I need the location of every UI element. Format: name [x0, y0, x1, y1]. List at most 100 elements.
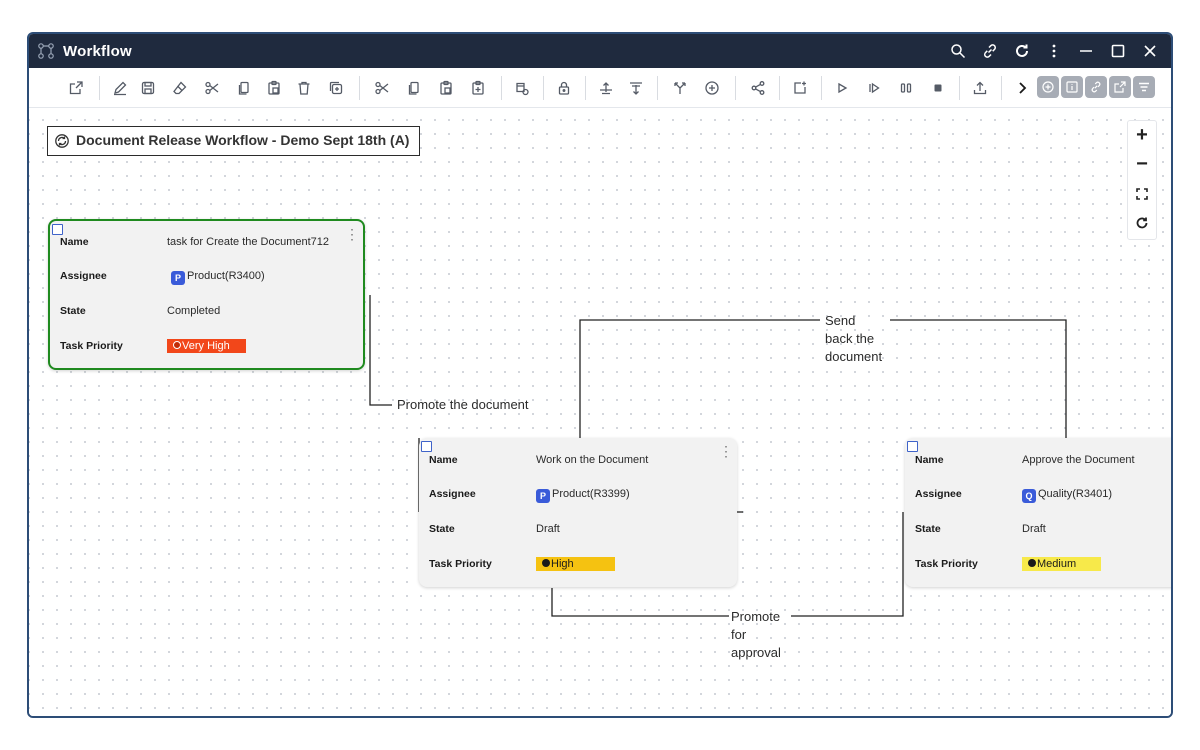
more-vertical-icon[interactable]: ⋮	[345, 226, 359, 242]
chevron-right-icon[interactable]	[1011, 77, 1033, 99]
cut-icon[interactable]	[201, 77, 223, 99]
window-title: Workflow	[63, 43, 132, 60]
duplicate-icon[interactable]	[325, 77, 347, 99]
select-checkbox[interactable]	[907, 441, 918, 452]
priority-text: Medium	[1037, 558, 1077, 570]
task-state: Draft	[1022, 523, 1046, 535]
pause-icon[interactable]	[895, 77, 917, 99]
open-external-icon[interactable]	[65, 77, 87, 99]
assignee-badge: P	[536, 489, 550, 503]
field-label: State	[915, 523, 941, 535]
paste-icon[interactable]	[263, 77, 285, 99]
workflow-title-box: Document Release Workflow - Demo Sept 18…	[47, 126, 421, 156]
edge-label-line: document	[825, 349, 883, 364]
paste-alt-icon[interactable]	[435, 77, 457, 99]
more-vertical-icon[interactable]: ⋮	[719, 443, 733, 459]
field-label: Assignee	[60, 270, 107, 282]
assignee-name: Product(R3399)	[552, 488, 630, 500]
field-label: Task Priority	[429, 558, 492, 570]
zoom-in-icon[interactable]: +	[1136, 124, 1148, 146]
close-icon[interactable]	[1135, 37, 1165, 65]
connector-lines	[369, 295, 1067, 617]
maximize-icon[interactable]	[1103, 37, 1133, 65]
clipboard-icon[interactable]	[467, 77, 489, 99]
refresh-icon[interactable]	[1007, 37, 1037, 65]
workflow-window: Workflow	[27, 32, 1173, 718]
branch-icon[interactable]	[669, 77, 691, 99]
export-icon[interactable]	[1109, 76, 1131, 98]
task-state: Draft	[536, 523, 560, 535]
workflow-status-icon	[55, 134, 69, 148]
assignee-badge: Q	[1022, 489, 1036, 503]
state-row: State Draft	[915, 520, 1171, 540]
field-label: Name	[915, 454, 944, 466]
edge-label-send-back: Send back the document	[825, 312, 882, 366]
field-label: Task Priority	[60, 340, 123, 352]
copy-alt-icon[interactable]	[403, 77, 425, 99]
cut-alt-icon[interactable]	[371, 77, 393, 99]
priority-badge: High	[536, 557, 615, 571]
title-actions	[943, 37, 1165, 65]
share-icon[interactable]	[747, 77, 769, 99]
field-label: Name	[60, 236, 89, 248]
workflow-app-icon	[38, 43, 54, 59]
select-checkbox[interactable]	[52, 224, 63, 235]
workflow-canvas[interactable]: Document Release Workflow - Demo Sept 18…	[29, 108, 1171, 716]
edge-send-back-right	[890, 319, 1067, 439]
name-row: Name Approve the Document	[915, 451, 1171, 471]
lock-icon[interactable]	[553, 77, 575, 99]
edge-label-promote-document: Promote the document	[397, 397, 529, 412]
stop-icon[interactable]	[927, 77, 949, 99]
edge-label-line: back the	[825, 331, 875, 346]
step-icon[interactable]	[863, 77, 885, 99]
upload-icon[interactable]	[969, 77, 991, 99]
task-card-create[interactable]: ⋮ Name task for Create the Document712 A…	[48, 219, 365, 370]
edit-icon[interactable]	[109, 77, 131, 99]
edge-label-line: for	[731, 627, 747, 642]
field-label: Task Priority	[915, 558, 978, 570]
link-box-icon[interactable]	[1085, 76, 1107, 98]
filter-icon[interactable]	[1133, 76, 1155, 98]
add-node-icon[interactable]	[1037, 76, 1059, 98]
priority-row: Task Priority High	[429, 555, 727, 575]
add-frame-icon[interactable]	[789, 77, 811, 99]
assignee-badge: P	[171, 271, 185, 285]
workflow-title: Document Release Workflow - Demo Sept 18…	[76, 132, 410, 148]
task-name: Approve the Document	[1022, 454, 1135, 466]
priority-row: Task Priority Very High	[60, 337, 353, 357]
minimize-icon[interactable]	[1071, 37, 1101, 65]
edge-send-back-left	[579, 319, 820, 439]
priority-icon	[1028, 559, 1036, 567]
reset-view-icon[interactable]	[1128, 208, 1156, 237]
zoom-out-icon[interactable]: −	[1136, 153, 1148, 175]
align-bottom-icon[interactable]	[625, 77, 647, 99]
field-label: Assignee	[429, 488, 476, 500]
search-icon[interactable]	[943, 37, 973, 65]
fit-screen-icon[interactable]	[1128, 179, 1156, 208]
select-checkbox[interactable]	[421, 441, 432, 452]
info-icon[interactable]	[1061, 76, 1083, 98]
name-row: Name Work on the Document	[429, 451, 727, 471]
priority-text: High	[551, 558, 574, 570]
align-top-icon[interactable]	[595, 77, 617, 99]
delete-icon[interactable]	[293, 77, 315, 99]
copy-icon[interactable]	[233, 77, 255, 99]
assignee-name: Product(R3400)	[187, 270, 265, 282]
add-circle-icon[interactable]	[701, 77, 723, 99]
priority-badge: Medium	[1022, 557, 1101, 571]
more-vertical-icon[interactable]	[1039, 37, 1069, 65]
eraser-icon[interactable]	[169, 77, 191, 99]
database-add-icon[interactable]	[511, 77, 533, 99]
save-icon[interactable]	[137, 77, 159, 99]
link-icon[interactable]	[975, 37, 1005, 65]
task-name: task for Create the Document712	[167, 236, 330, 248]
play-icon[interactable]	[831, 77, 853, 99]
task-state: Completed	[167, 305, 221, 317]
edge-label-line: approval	[731, 645, 781, 660]
